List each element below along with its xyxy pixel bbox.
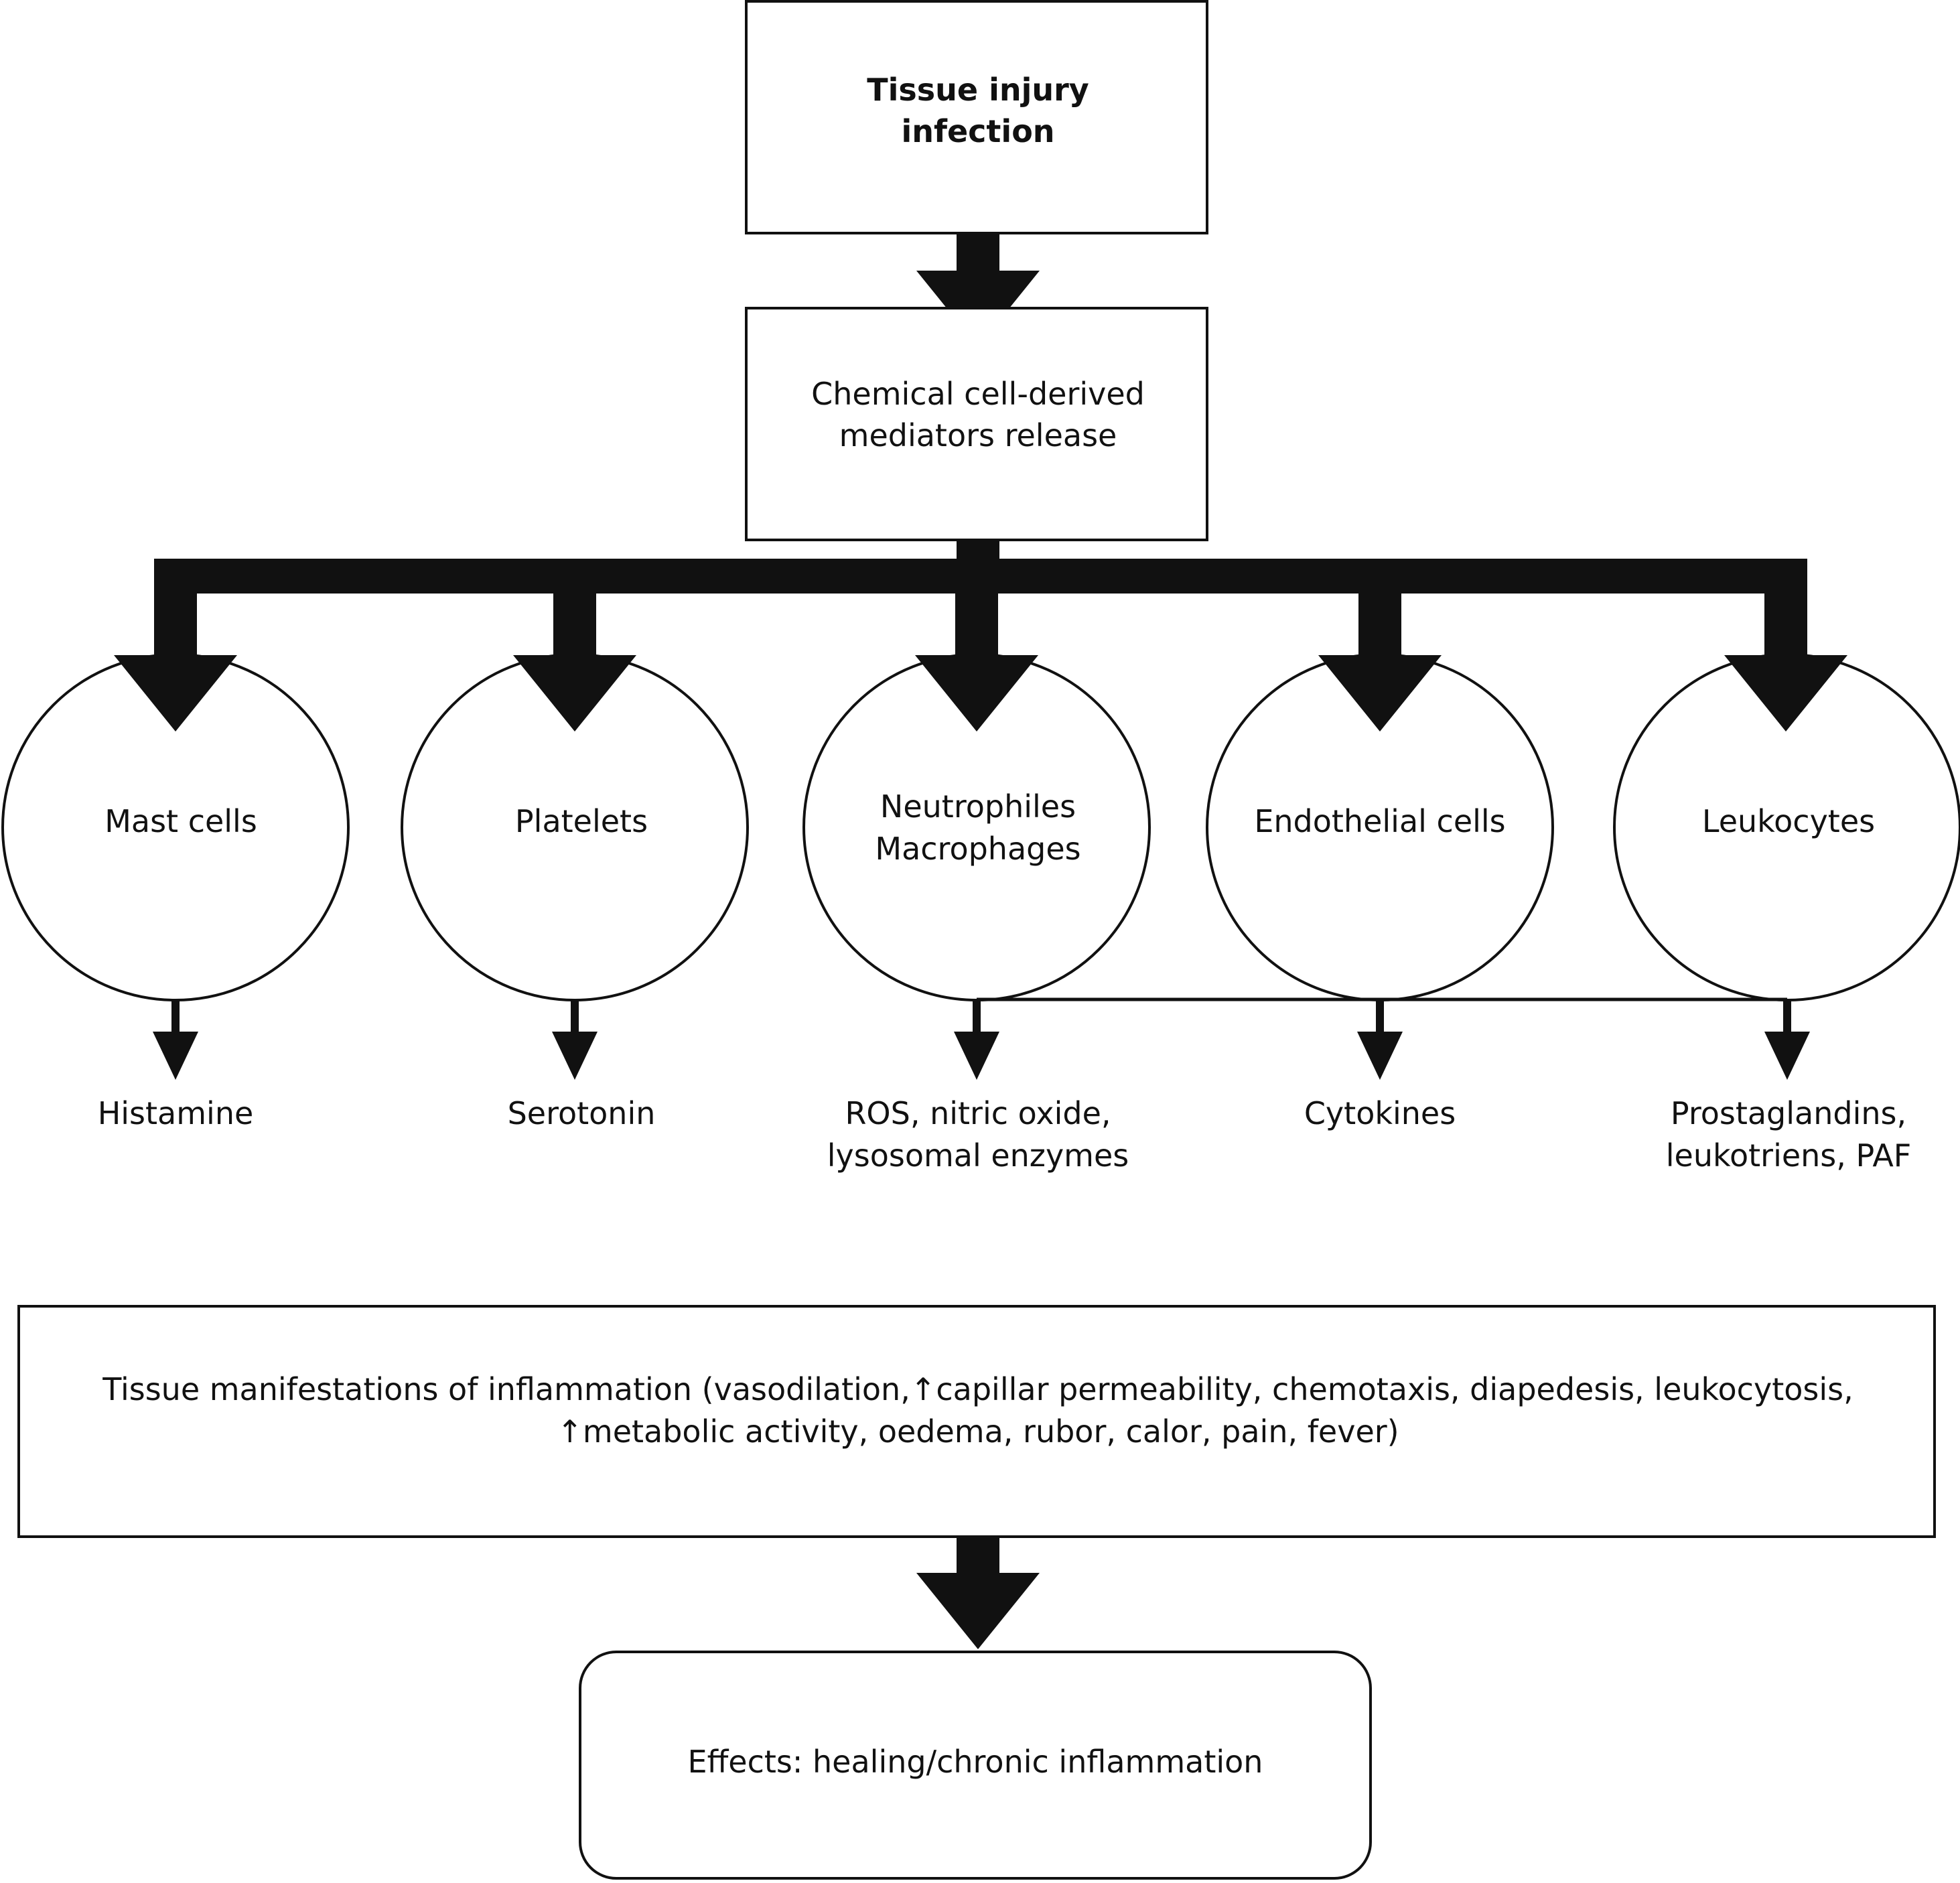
ros-label-line2: lysosomal enzymes [827,1137,1129,1174]
neutrophiles-label: Neutrophiles [880,788,1076,825]
arrow-to-prostaglandins [1764,999,1810,1080]
ros-label-line1: ROS, nitric oxide, [845,1095,1111,1131]
tissue-manifestations-box [17,1305,1936,1538]
serotonin-label: Serotonin [508,1095,656,1131]
cytokines-label: Cytokines [1304,1095,1456,1131]
arrow-to-endothelial [1318,576,1442,731]
tissue-injury-label-line2: infection [901,113,1054,149]
tissue-injury-label-line1: Tissue injury [867,72,1089,108]
arrow-to-ros [954,999,999,1080]
mediators-label-line2: mediators release [839,417,1117,454]
histamine-label: Histamine [98,1095,254,1131]
leukocytes-label: Leukocytes [1702,803,1875,839]
arrow-manifestations-to-effects [916,1537,1040,1649]
arrow-to-platelets [513,576,636,731]
prostaglandins-label-line1: Prostaglandins, [1671,1095,1906,1131]
effects-label: Effects: healing/chronic inflammation [688,1744,1263,1780]
macrophages-label: Macrophages [875,831,1080,867]
platelets-label: Platelets [515,803,648,839]
arrow-to-mast-cells [114,576,237,731]
mediators-label-line1: Chemical cell-derived [811,376,1145,412]
arrow-to-neutrophiles [915,576,1038,731]
manifestations-label-line1: Tissue manifestations of inflammation (v… [102,1371,1853,1407]
mediators-release-box [745,307,1208,541]
arrow-mast-to-histamine [153,999,198,1080]
arrow-to-leukocytes [1724,576,1847,731]
arrow-to-cytokines [1357,999,1403,1080]
endothelial-cells-label: Endothelial cells [1254,803,1505,839]
manifestations-label-line2: ↑metabolic activity, oedema, rubor, calo… [557,1413,1399,1450]
effects-box [579,1651,1372,1880]
arrow-injury-to-mediators [916,233,1040,347]
mast-cells-label: Mast cells [104,803,257,839]
tissue-injury-box [745,0,1208,234]
prostaglandins-label-line2: leukotriens, PAF [1666,1137,1912,1174]
arrow-platelets-to-serotonin [552,999,598,1080]
